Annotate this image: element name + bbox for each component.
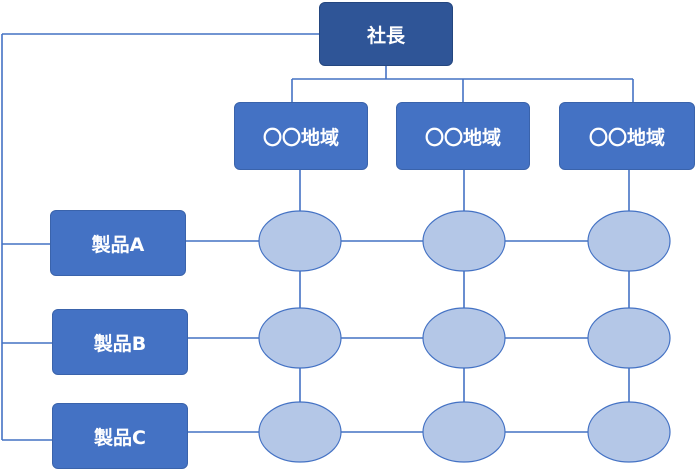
matrix-nodes bbox=[258, 210, 671, 463]
region-box-1: 〇〇地域 bbox=[234, 102, 368, 170]
matrix-node-r3-c3 bbox=[587, 401, 671, 463]
matrix-node-r1-c2 bbox=[422, 210, 506, 272]
product-box-b: 製品B bbox=[52, 309, 188, 375]
matrix-node-r1-c1 bbox=[258, 210, 342, 272]
region-label: 〇〇地域 bbox=[424, 126, 501, 149]
product-box-c: 製品C bbox=[52, 403, 188, 469]
ceo-label: 社長 bbox=[366, 24, 405, 47]
region-label: 〇〇地域 bbox=[588, 126, 665, 149]
matrix-node-r2-c3 bbox=[587, 307, 671, 369]
matrix-node-r2-c1 bbox=[258, 307, 342, 369]
region-label: 〇〇地域 bbox=[262, 126, 339, 149]
matrix-node-r2-c2 bbox=[422, 307, 506, 369]
matrix-node-r3-c2 bbox=[422, 401, 506, 463]
product-label: 製品B bbox=[93, 332, 147, 355]
product-box-a: 製品A bbox=[50, 210, 186, 276]
matrix-node-r1-c3 bbox=[587, 210, 671, 272]
product-label: 製品C bbox=[94, 426, 146, 449]
region-box-2: 〇〇地域 bbox=[396, 102, 530, 170]
ceo-box: 社長 bbox=[319, 2, 453, 66]
matrix-node-r3-c1 bbox=[258, 401, 342, 463]
product-label: 製品A bbox=[91, 233, 145, 256]
region-box-3: 〇〇地域 bbox=[559, 102, 695, 170]
